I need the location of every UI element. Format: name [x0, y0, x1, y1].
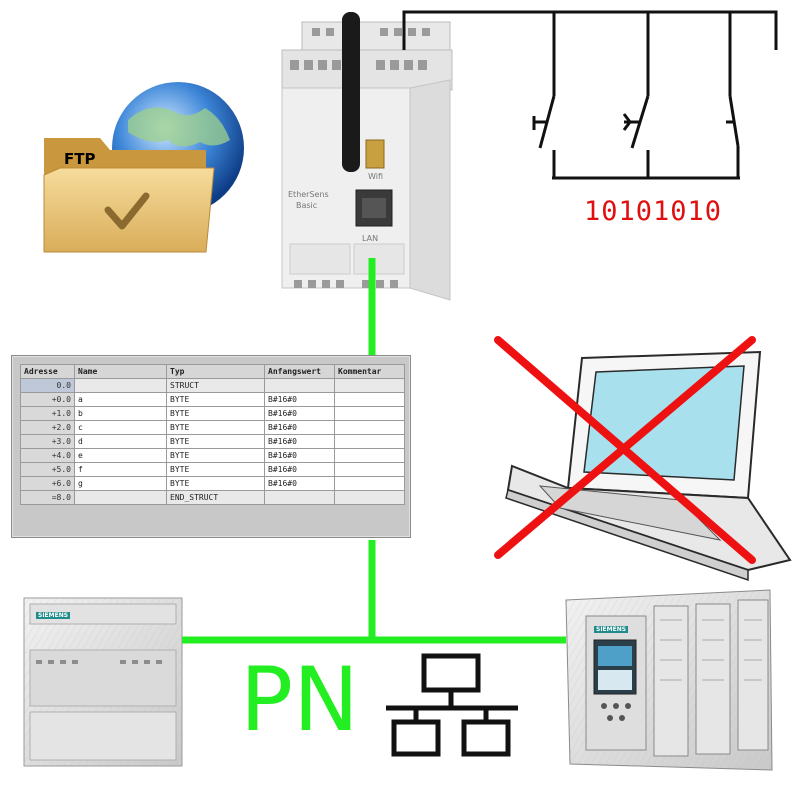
cell-initial: B#16#0 [264, 420, 335, 435]
cell-name: f [74, 462, 167, 477]
plc-small-brand: SIEMENS [36, 612, 71, 619]
header-initial: Anfangswert [264, 364, 335, 379]
cell-comment [334, 378, 405, 393]
cell-type: BYTE [166, 434, 265, 449]
cell-initial [264, 378, 335, 393]
gateway-name-line1: EtherSens [288, 190, 329, 199]
ftp-folder-globe-icon [43, 82, 244, 253]
table-row[interactable]: +2.0 c BYTE B#16#0 [20, 420, 405, 435]
table-row[interactable]: +1.0 b BYTE B#16#0 [20, 406, 405, 421]
crossed-out-laptop-icon [494, 336, 792, 582]
cell-name [74, 490, 167, 505]
table-header-row: Adresse Name Typ Anfangswert Kommentar [20, 364, 405, 379]
table-row[interactable]: +0.0 a BYTE B#16#0 [20, 392, 405, 407]
switch-circuit [402, 10, 778, 180]
cell-name: e [74, 448, 167, 463]
cell-comment [334, 490, 405, 505]
cell-initial: B#16#0 [264, 462, 335, 477]
cell-type: BYTE [166, 476, 265, 491]
cell-type: BYTE [166, 448, 265, 463]
cell-type: BYTE [166, 392, 265, 407]
cell-initial: B#16#0 [264, 448, 335, 463]
cell-type: END_STRUCT [166, 490, 265, 505]
cell-address: +2.0 [20, 420, 75, 435]
network-lines [182, 258, 566, 644]
data-block-table: Adresse Name Typ Anfangswert Kommentar 0… [20, 364, 405, 505]
profinet-label: PN [240, 648, 359, 751]
cell-name: c [74, 420, 167, 435]
plc-small-device [23, 597, 183, 767]
cell-comment [334, 448, 405, 463]
header-comment: Kommentar [334, 364, 405, 379]
cell-initial: B#16#0 [264, 434, 335, 449]
header-type: Typ [166, 364, 265, 379]
cell-initial: B#16#0 [264, 392, 335, 407]
gateway-wifi-label: Wifi [368, 172, 383, 181]
cell-name [74, 378, 167, 393]
data-block-panel: Adresse Name Typ Anfangswert Kommentar 0… [11, 355, 411, 538]
gateway-name-line2: Basic [296, 201, 318, 210]
network-topology-icon [386, 653, 518, 757]
cell-address: +5.0 [20, 462, 75, 477]
cell-type: STRUCT [166, 378, 265, 393]
cell-name: d [74, 434, 167, 449]
header-name: Name [74, 364, 167, 379]
table-row[interactable]: +5.0 f BYTE B#16#0 [20, 462, 405, 477]
cell-address: =8.0 [20, 490, 75, 505]
header-address: Adresse [20, 364, 75, 379]
cell-comment [334, 392, 405, 407]
table-row[interactable]: 0.0 STRUCT [20, 378, 405, 393]
cell-comment [334, 406, 405, 421]
plc-large-device [565, 589, 773, 771]
cell-initial: B#16#0 [264, 406, 335, 421]
cell-name: a [74, 392, 167, 407]
cell-address: +3.0 [20, 434, 75, 449]
cell-comment [334, 476, 405, 491]
binary-value: 10101010 [584, 196, 723, 227]
cell-initial: B#16#0 [264, 476, 335, 491]
cell-name: b [74, 406, 167, 421]
cell-address: 0.0 [20, 378, 75, 393]
plc-large-brand: SIEMENS [594, 626, 629, 633]
table-row[interactable]: +3.0 d BYTE B#16#0 [20, 434, 405, 449]
cell-address: +6.0 [20, 476, 75, 491]
cell-address: +4.0 [20, 448, 75, 463]
cell-name: g [74, 476, 167, 491]
cell-type: BYTE [166, 462, 265, 477]
cell-comment [334, 420, 405, 435]
table-row[interactable]: +6.0 g BYTE B#16#0 [20, 476, 405, 491]
cell-initial [264, 490, 335, 505]
cell-type: BYTE [166, 420, 265, 435]
table-row[interactable]: +4.0 e BYTE B#16#0 [20, 448, 405, 463]
ftp-label: FTP [64, 150, 96, 168]
cell-comment [334, 434, 405, 449]
cell-comment [334, 462, 405, 477]
cell-type: BYTE [166, 406, 265, 421]
cell-address: +1.0 [20, 406, 75, 421]
gateway-device [281, 12, 453, 301]
cell-address: +0.0 [20, 392, 75, 407]
gateway-lan-label: LAN [362, 234, 379, 243]
table-row[interactable]: =8.0 END_STRUCT [20, 490, 405, 505]
